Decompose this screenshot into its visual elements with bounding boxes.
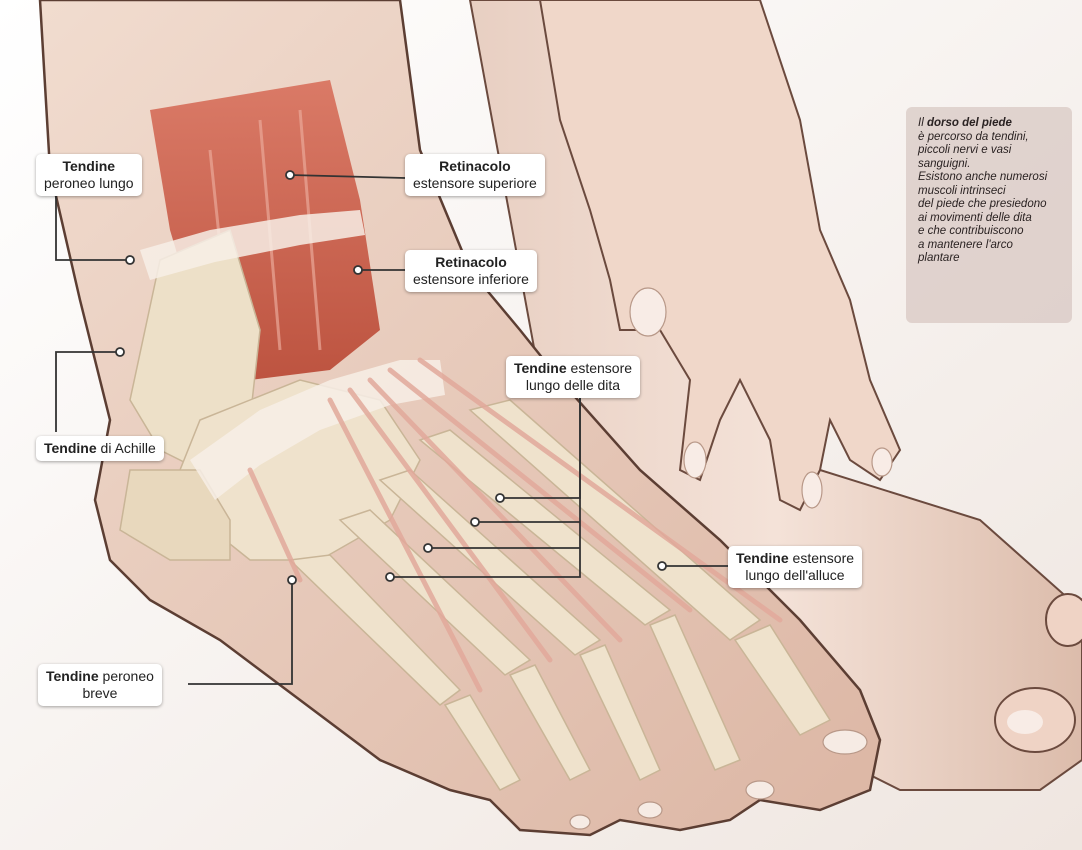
- label-text: estensore inferiore: [413, 271, 529, 287]
- label-retinacolo-inferiore: Retinacolo estensore inferiore: [405, 250, 537, 292]
- label-bold: Retinacolo: [439, 158, 511, 174]
- label-bold: Tendine: [46, 668, 99, 684]
- label-text: di Achille: [101, 440, 156, 456]
- right-second-toe: [1046, 594, 1082, 646]
- note-line: muscoli intrinseci: [918, 185, 1006, 197]
- note-line: ai movimenti delle dita: [918, 212, 1032, 224]
- label-bold: Tendine: [736, 550, 789, 566]
- note-line: del piede che presiedono: [918, 198, 1047, 210]
- note-line: a mantenere l'arco: [918, 239, 1013, 251]
- note-prefix: Il: [918, 117, 924, 129]
- right-big-toenail: [1007, 710, 1043, 734]
- label-tendine-estensore-dita: Tendine estensore lungo delle dita: [506, 356, 640, 398]
- label-bold: Tendine: [62, 158, 115, 174]
- label-retinacolo-superiore: Retinacolo estensore superiore: [405, 154, 545, 196]
- info-note-dorso-del-piede: Il dorso del piede è percorso da tendini…: [906, 107, 1072, 323]
- label-tendine-achille: Tendine di Achille: [36, 436, 164, 461]
- label-text: breve: [82, 685, 117, 701]
- note-line: sanguigni.: [918, 158, 970, 170]
- note-line: e che contribuiscono: [918, 225, 1023, 237]
- label-tendine-estensore-alluce: Tendine estensore lungo dell'alluce: [728, 546, 862, 588]
- label-text: lungo dell'alluce: [745, 567, 844, 583]
- label-tendine-peroneo-breve: Tendine peroneo breve: [38, 664, 162, 706]
- label-bold: Tendine: [44, 440, 97, 456]
- label-text: peroneo: [103, 668, 154, 684]
- note-line: è percorso da tendini,: [918, 131, 1029, 143]
- note-line: plantare: [918, 252, 960, 264]
- note-line: Esistono anche numerosi: [918, 171, 1047, 183]
- label-text: peroneo lungo: [44, 175, 134, 191]
- label-text: estensore: [571, 360, 632, 376]
- label-tendine-peroneo-lungo: Tendine peroneo lungo: [36, 154, 142, 196]
- label-bold: Retinacolo: [435, 254, 507, 270]
- note-line: piccoli nervi e vasi: [918, 144, 1011, 156]
- label-text: lungo delle dita: [526, 377, 620, 393]
- note-bold: dorso del piede: [927, 117, 1012, 129]
- label-text: estensore superiore: [413, 175, 537, 191]
- label-bold: Tendine: [514, 360, 567, 376]
- label-text: estensore: [793, 550, 854, 566]
